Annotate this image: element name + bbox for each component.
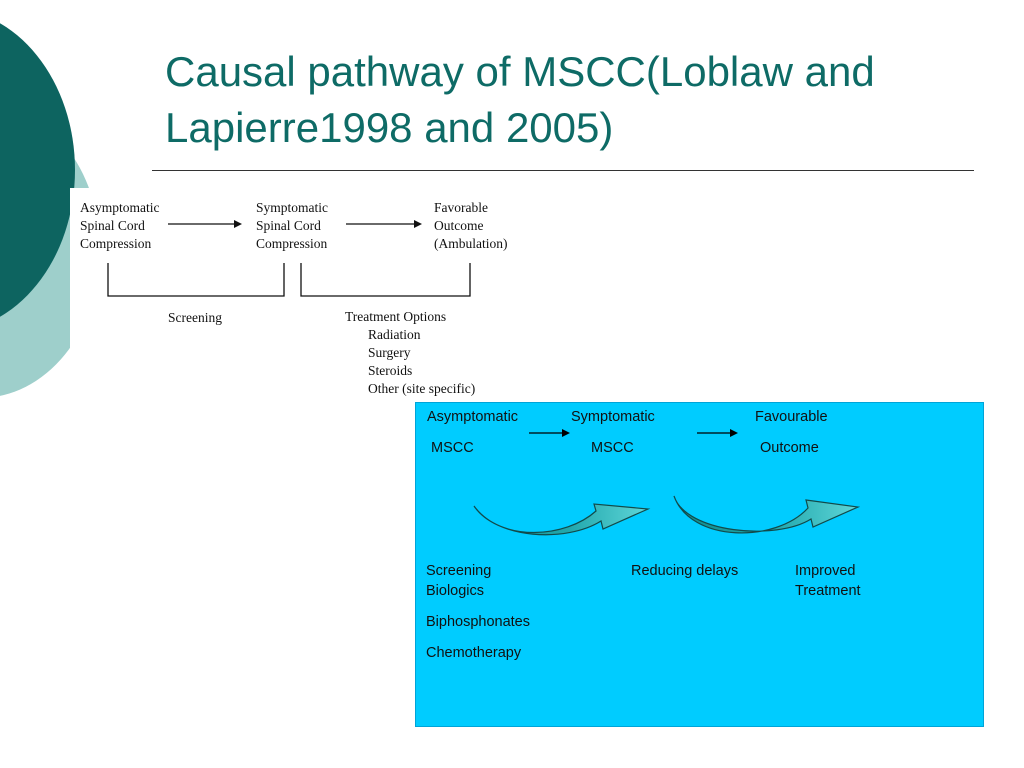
orig-treatment-item: Steroids xyxy=(368,363,413,378)
orig-treatment-options-label: Treatment Options xyxy=(345,309,447,324)
treatment-bracket xyxy=(300,263,471,297)
rev-left-item: Biphosphonates xyxy=(426,614,530,630)
title-divider xyxy=(152,170,974,171)
rev-left-item: Screening xyxy=(426,563,492,579)
dark-teal-circle xyxy=(0,23,75,317)
orig-treatment-item: Other (site specific) xyxy=(368,381,476,396)
orig-stage1-line2: Spinal Cord xyxy=(80,218,145,233)
orig-treatment-item: Radiation xyxy=(368,327,421,342)
rev-stage3-line1: Favourable xyxy=(755,409,828,425)
original-diagram-lines xyxy=(107,220,471,297)
orig-stage1-line1: Asymptomatic xyxy=(80,200,160,215)
original-pathway-diagram: Asymptomatic Spinal Cord Compression Sym… xyxy=(70,188,540,403)
arrow-head-1 xyxy=(234,220,242,228)
orig-stage1-line3: Compression xyxy=(80,236,152,251)
arrow-head-a xyxy=(562,429,570,437)
curved-arrow-left xyxy=(473,503,651,536)
rev-right-item-line2: Treatment xyxy=(795,583,861,599)
orig-treatment-item: Surgery xyxy=(368,345,411,360)
rev-middle-item: Reducing delays xyxy=(631,563,739,579)
revised-diagram-graphics xyxy=(473,429,861,536)
orig-stage3-line2: Outcome xyxy=(434,218,484,233)
rev-stage2-line1: Symptomatic xyxy=(571,409,655,425)
orig-stage2-line1: Symptomatic xyxy=(256,200,328,215)
rev-right-item-line1: Improved xyxy=(795,563,856,579)
rev-stage2-line2: MSCC xyxy=(591,440,634,456)
slide-title: Causal pathway of MSCC(Loblaw and Lapier… xyxy=(165,48,875,151)
rev-left-item: Chemotherapy xyxy=(426,645,522,661)
rev-stage1-line2: MSCC xyxy=(431,440,474,456)
arrow-head-2 xyxy=(414,220,422,228)
orig-stage3-line3: (Ambulation) xyxy=(434,236,508,251)
curved-arrow-right xyxy=(673,495,861,534)
arrow-head-b xyxy=(730,429,738,437)
orig-stage2-line2: Spinal Cord xyxy=(256,218,321,233)
orig-stage3-line1: Favorable xyxy=(434,200,488,215)
screening-bracket xyxy=(107,263,285,297)
revised-pathway-panel: Asymptomatic MSCC Symptomatic MSCC Favou… xyxy=(415,402,984,727)
orig-screening-label: Screening xyxy=(168,310,222,325)
orig-stage2-line3: Compression xyxy=(256,236,328,251)
rev-stage3-line2: Outcome xyxy=(760,440,819,456)
rev-left-item: Biologics xyxy=(426,583,485,599)
rev-stage1-line1: Asymptomatic xyxy=(427,409,519,425)
